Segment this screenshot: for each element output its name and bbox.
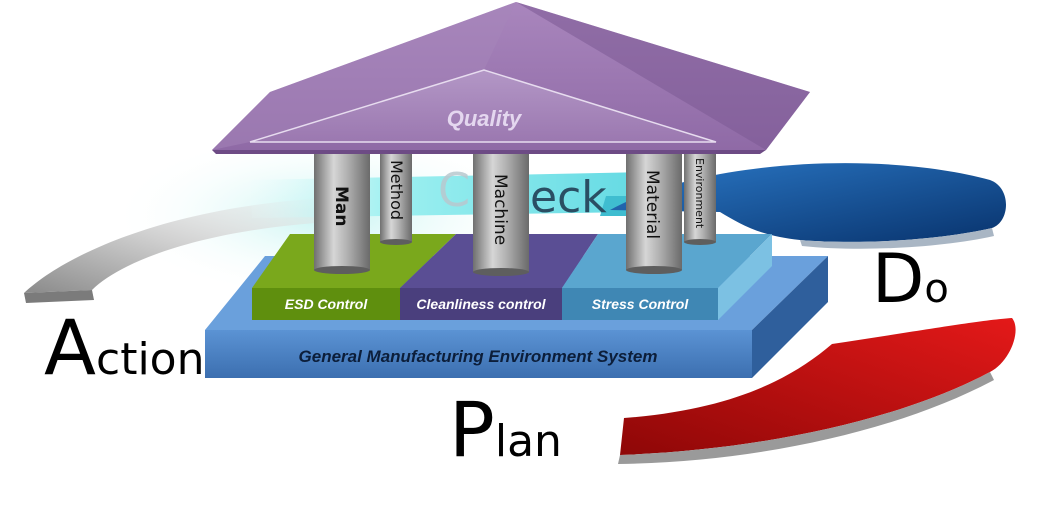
cleanliness-control-label: Cleanliness control <box>416 296 546 312</box>
pillar-label-environment: Environment <box>693 158 706 229</box>
plan-initial: P <box>449 385 495 474</box>
plan-rest: lan <box>495 416 562 467</box>
pillar-machine <box>473 148 529 276</box>
roof <box>212 2 810 154</box>
pillar-man <box>314 148 370 274</box>
pillar-material <box>626 148 682 274</box>
action-rest: ction <box>96 334 204 385</box>
pillar-method <box>380 148 412 245</box>
pillar-label-man: Man <box>331 186 351 227</box>
pillar-label-method: Method <box>387 160 406 220</box>
action-label: Action <box>44 303 204 392</box>
do-label: Do <box>872 240 949 319</box>
roof-quality-label: Quality <box>447 106 523 131</box>
stress-control-label: Stress Control <box>592 296 690 312</box>
plan-label: Plan <box>449 385 562 474</box>
check-label-visible: eck <box>530 172 607 223</box>
pillar-environment <box>684 148 716 245</box>
check-label-hidden: C <box>438 163 470 217</box>
do-initial: D <box>872 240 924 319</box>
pillar-label-machine: Machine <box>490 174 510 245</box>
plan-arc <box>618 318 1016 464</box>
pillars <box>314 148 716 276</box>
action-initial: A <box>44 303 96 392</box>
stress-control-block <box>562 288 718 320</box>
base-system-label: General Manufacturing Environment System <box>299 347 658 366</box>
action-arc <box>24 198 330 303</box>
esd-control-block <box>252 288 400 320</box>
cleanliness-control-block <box>400 288 562 320</box>
pillar-label-material: Material <box>642 170 662 239</box>
do-rest: o <box>924 266 948 312</box>
esd-control-label: ESD Control <box>285 296 369 312</box>
